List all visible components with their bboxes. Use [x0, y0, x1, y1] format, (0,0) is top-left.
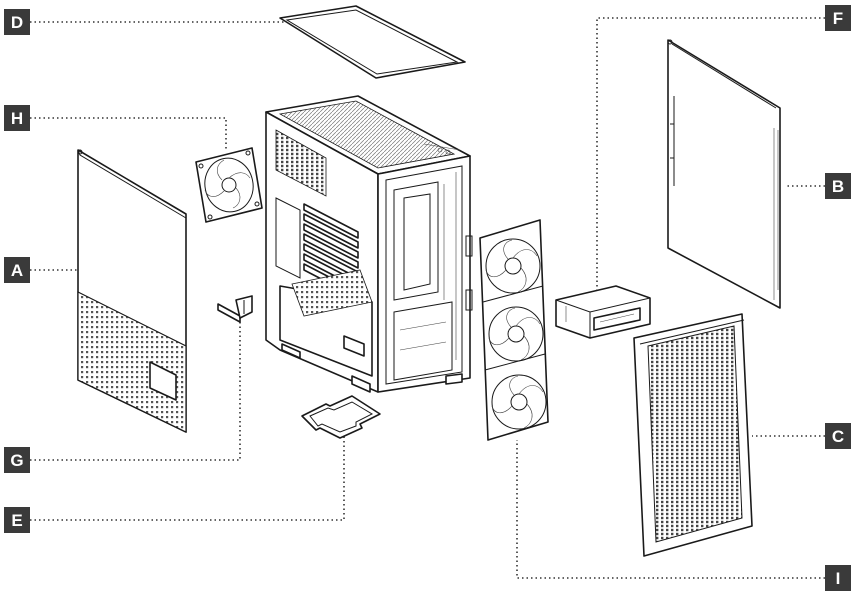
- badge-h: H: [4, 105, 30, 131]
- badge-g-text: G: [10, 451, 23, 470]
- badge-a-text: A: [11, 261, 23, 280]
- badge-h-text: H: [11, 109, 23, 128]
- front-side-panel: [78, 150, 186, 432]
- main-chassis: [266, 96, 472, 392]
- badge-f-text: F: [833, 9, 843, 28]
- badge-i: I: [825, 565, 851, 591]
- badge-a: A: [4, 257, 30, 283]
- leader-h: [30, 118, 226, 150]
- rear-fan: [196, 148, 262, 222]
- badge-e-text: E: [11, 511, 22, 530]
- badge-b: B: [825, 173, 851, 199]
- front-mesh-panel: [634, 314, 752, 556]
- badge-e: E: [4, 507, 30, 533]
- badge-c-text: C: [832, 427, 844, 446]
- badge-g: G: [4, 447, 30, 473]
- badge-d-text: D: [11, 13, 23, 32]
- bottom-dust-filter: [302, 396, 380, 438]
- top-dust-filter: [280, 6, 465, 78]
- leader-e: [30, 432, 344, 520]
- badge-c: C: [825, 423, 851, 449]
- badge-b-text: B: [832, 177, 844, 196]
- front-fan-trio: [480, 220, 548, 440]
- rear-side-panel: [668, 40, 780, 308]
- badge-d: D: [4, 9, 30, 35]
- drive-cage: [556, 286, 650, 338]
- cable-bracket: [218, 296, 252, 322]
- badge-f: F: [825, 5, 851, 31]
- badge-i-text: I: [836, 569, 841, 588]
